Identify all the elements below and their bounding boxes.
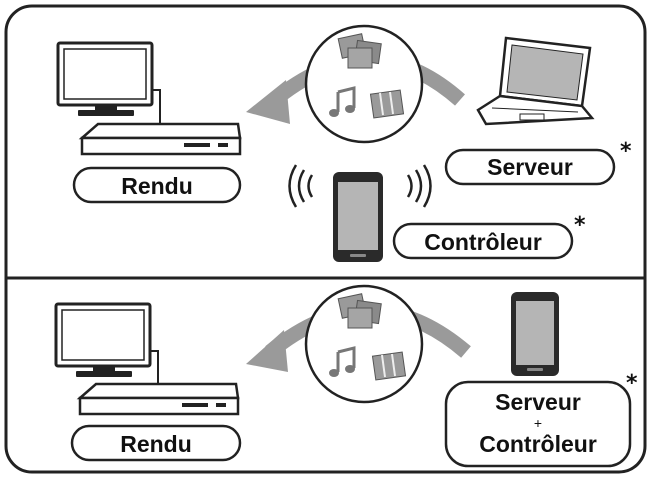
bottom-server-controller-pill: Serveur + Contrôleur * (444, 371, 638, 468)
top-renderer-pill: Rendu (72, 166, 242, 204)
bluray-player-icon-bottom (76, 382, 240, 416)
smartphone-icon (333, 172, 383, 262)
top-server-pill: Serveur * (444, 139, 632, 186)
bluray-player-icon (78, 122, 242, 156)
media-circle-bottom (304, 284, 424, 404)
photos-icon (337, 33, 382, 69)
top-server-asterisk: * (620, 139, 632, 164)
photos-icon-bottom (337, 293, 382, 329)
bottom-controller-label: Contrôleur (479, 431, 597, 457)
bottom-server-label: Serveur (495, 389, 581, 415)
music-note-icon (329, 86, 356, 117)
smartphone-icon-bottom (511, 292, 559, 376)
top-panel: Rendu (56, 24, 632, 262)
bottom-panel: Rendu (54, 284, 638, 468)
top-controller-asterisk: * (574, 213, 586, 238)
wireless-signal-icon (288, 164, 432, 208)
top-server-label: Serveur (487, 154, 573, 180)
top-renderer-label: Rendu (121, 173, 193, 199)
laptop-icon (476, 36, 595, 126)
tv-icon-bottom (54, 302, 159, 384)
top-controller-label: Contrôleur (424, 229, 542, 255)
media-circle (304, 24, 424, 144)
bottom-renderer-label: Rendu (120, 431, 192, 457)
music-note-icon-bottom (329, 346, 356, 377)
bottom-renderer-pill: Rendu (70, 424, 242, 462)
tv-icon (56, 41, 161, 124)
bottom-asterisk: * (626, 371, 638, 396)
top-controller-pill: Contrôleur * (392, 213, 586, 260)
film-icon-bottom (371, 351, 407, 381)
bottom-plus-sign: + (534, 415, 542, 431)
film-icon (369, 89, 405, 119)
